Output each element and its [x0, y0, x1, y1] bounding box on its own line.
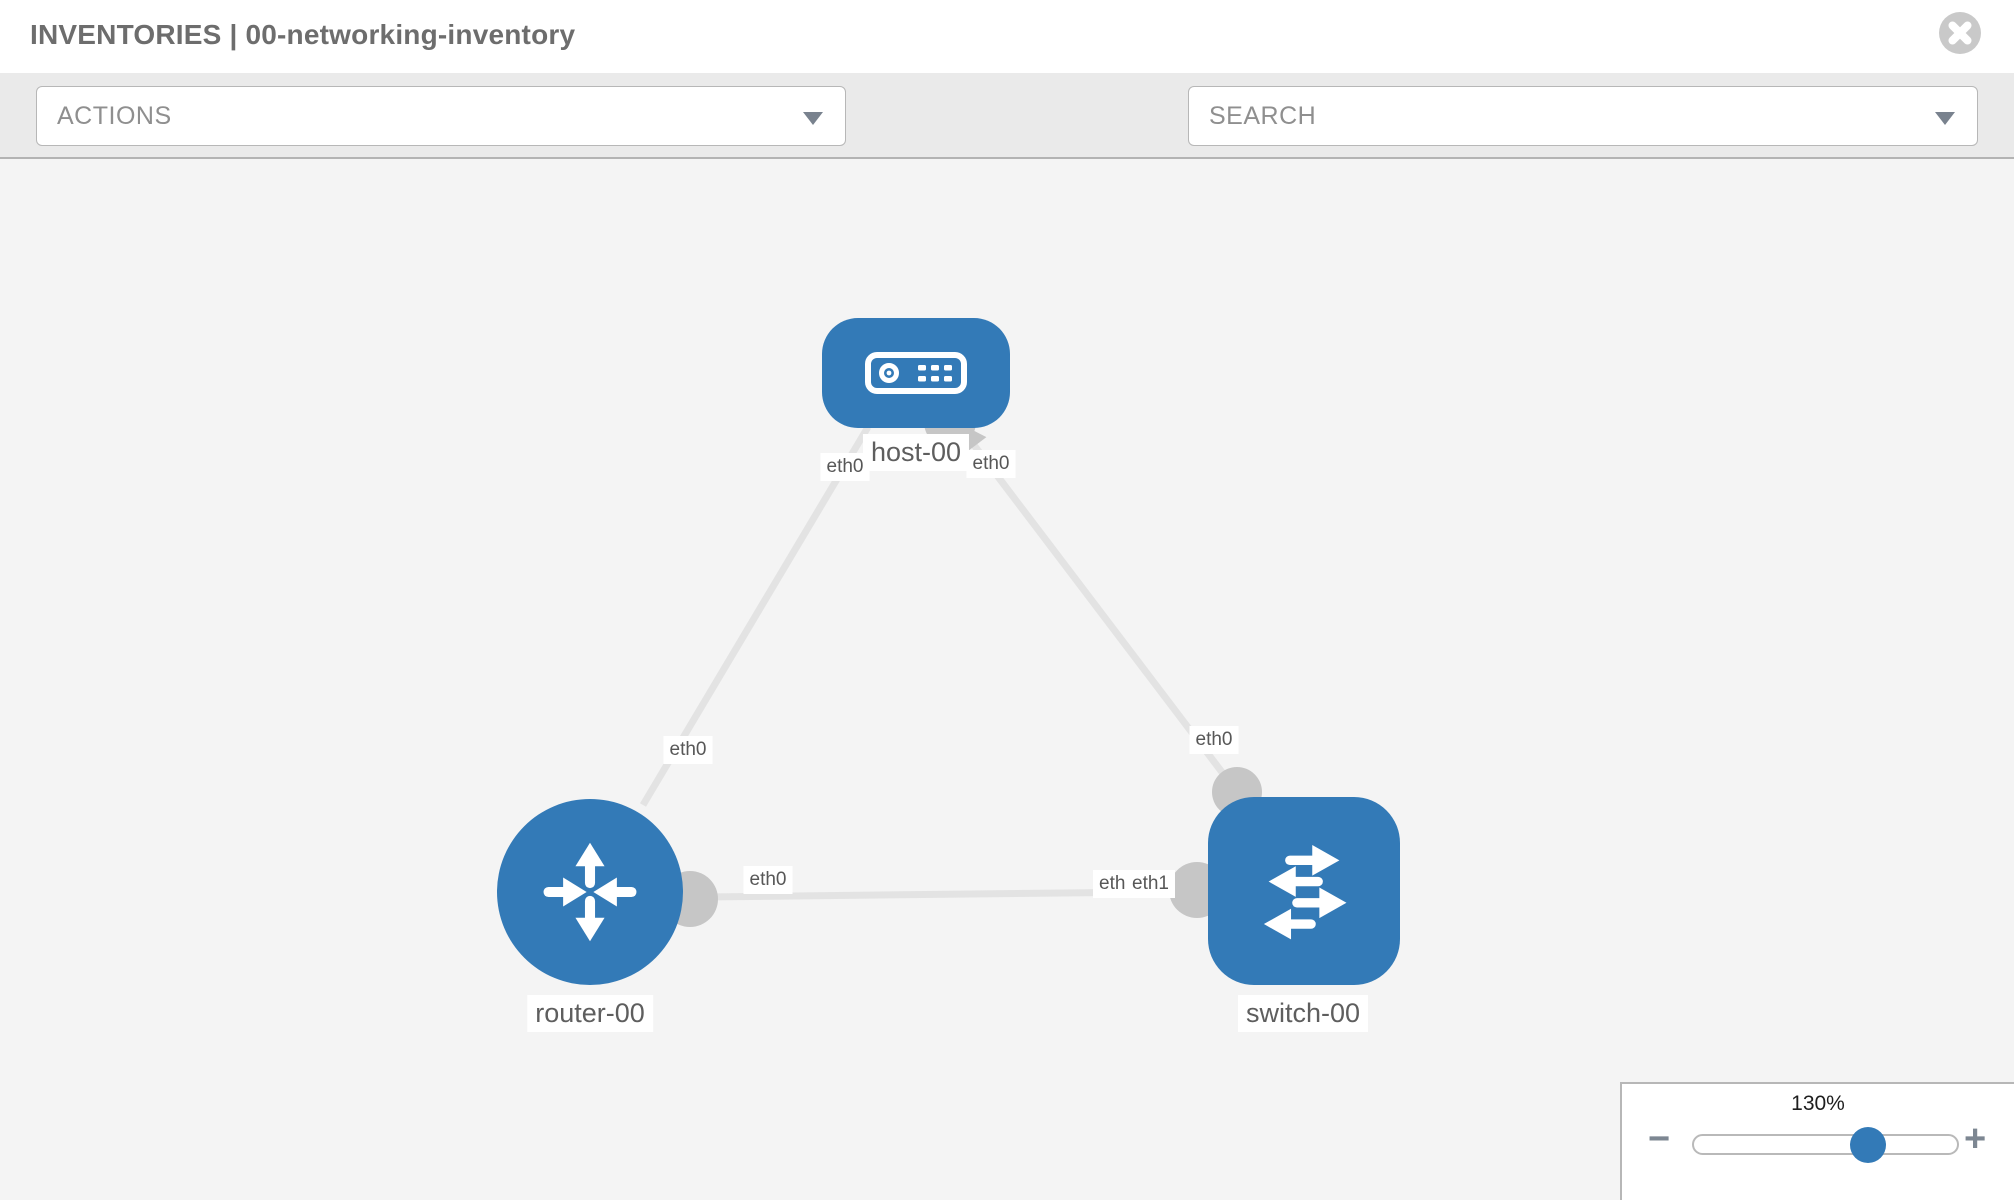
route-icon [543, 842, 637, 942]
header: INVENTORIES | 00-networking-inventory [0, 0, 2014, 73]
chevron-down-icon [803, 112, 823, 125]
search-dropdown-label: SEARCH [1209, 101, 1317, 130]
actions-dropdown[interactable]: ACTIONS [36, 86, 846, 146]
actions-dropdown-label: ACTIONS [57, 101, 172, 130]
close-button[interactable] [1938, 11, 1982, 55]
chevron-down-icon [1935, 112, 1955, 125]
search-dropdown[interactable]: SEARCH [1188, 86, 1978, 146]
interface-label-router-diag: eth0 [663, 736, 713, 764]
topology-canvas[interactable]: host-00 router-00 switch-00 eth0 eth0 et… [0, 159, 2014, 1200]
zoom-out-button[interactable]: − [1648, 1118, 1671, 1160]
node-label-switch: switch-00 [1237, 995, 1369, 1032]
toolbar: ACTIONS SEARCH [0, 73, 2014, 206]
page-title: INVENTORIES | 00-networking-inventory [30, 19, 576, 50]
interface-label-router-horiz: eth0 [743, 866, 793, 894]
zoom-panel: 130% − + [1620, 1082, 2014, 1200]
zoom-slider-thumb[interactable] [1850, 1127, 1886, 1163]
interface-label-switch-diag: eth0 [1189, 726, 1239, 754]
switch-icon [1263, 844, 1347, 940]
node-label-router: router-00 [527, 995, 653, 1032]
interface-label-switch-horiz-front: eth1 [1126, 870, 1175, 898]
host-icon [865, 352, 967, 394]
zoom-level: 130% [1791, 1092, 1845, 1115]
interface-label-host-right: eth0 [966, 450, 1016, 478]
node-label-host: host-00 [862, 434, 970, 471]
zoom-in-button[interactable]: + [1964, 1118, 1987, 1160]
interface-label-host-left: eth0 [820, 453, 870, 481]
links-layer [611, 396, 1262, 927]
node-host-00[interactable] [822, 318, 1010, 428]
zoom-slider-track[interactable] [1692, 1127, 1959, 1163]
node-router-00[interactable] [497, 799, 683, 985]
node-switch-00[interactable] [1208, 797, 1400, 985]
